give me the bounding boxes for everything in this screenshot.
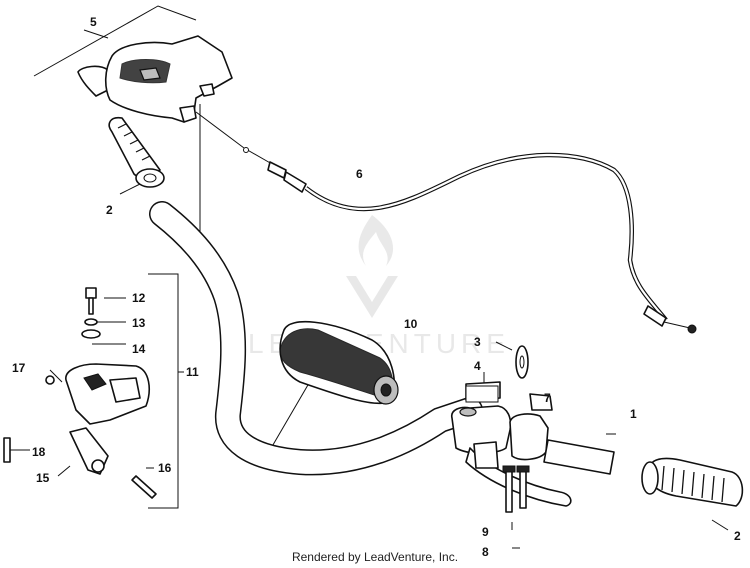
left-grip xyxy=(108,116,165,188)
callout-8[interactable]: 8 xyxy=(482,545,489,559)
throttle-housing xyxy=(77,35,233,123)
callout-5[interactable]: 5 xyxy=(90,15,97,29)
footer-credit: Rendered by LeadVenture, Inc. xyxy=(291,550,459,564)
callout-2-right[interactable]: 2 xyxy=(734,529,741,543)
callout-18[interactable]: 18 xyxy=(32,445,46,459)
brake-lever-assembly xyxy=(450,345,572,513)
switch-assembly xyxy=(3,287,157,499)
callout-2-left[interactable]: 2 xyxy=(106,203,113,217)
callout-1[interactable]: 1 xyxy=(630,407,637,421)
callout-10[interactable]: 10 xyxy=(404,317,418,331)
decal-label xyxy=(465,385,499,403)
callout-15[interactable]: 15 xyxy=(36,471,50,485)
callout-12[interactable]: 12 xyxy=(132,291,146,305)
handlebar xyxy=(149,201,483,476)
callout-13[interactable]: 13 xyxy=(132,316,146,330)
callout-7[interactable]: 7 xyxy=(544,391,551,405)
callout-9[interactable]: 9 xyxy=(482,525,489,539)
right-grip xyxy=(543,439,744,507)
callout-3[interactable]: 3 xyxy=(474,335,481,349)
callout-11[interactable]: 11 xyxy=(186,365,199,379)
callout-4[interactable]: 4 xyxy=(474,359,481,373)
handlebar-pad xyxy=(279,320,399,405)
throttle-cable xyxy=(195,111,697,334)
bracket-5 xyxy=(33,5,197,77)
leader-lines xyxy=(8,104,729,549)
callout-14[interactable]: 14 xyxy=(132,342,146,356)
callout-6[interactable]: 6 xyxy=(356,167,363,181)
callouts: 1 2 2 3 4 5 6 7 8 9 10 11 12 13 14 15 16… xyxy=(12,15,741,559)
callout-17[interactable]: 17 xyxy=(12,361,26,375)
callout-16[interactable]: 16 xyxy=(158,461,172,475)
